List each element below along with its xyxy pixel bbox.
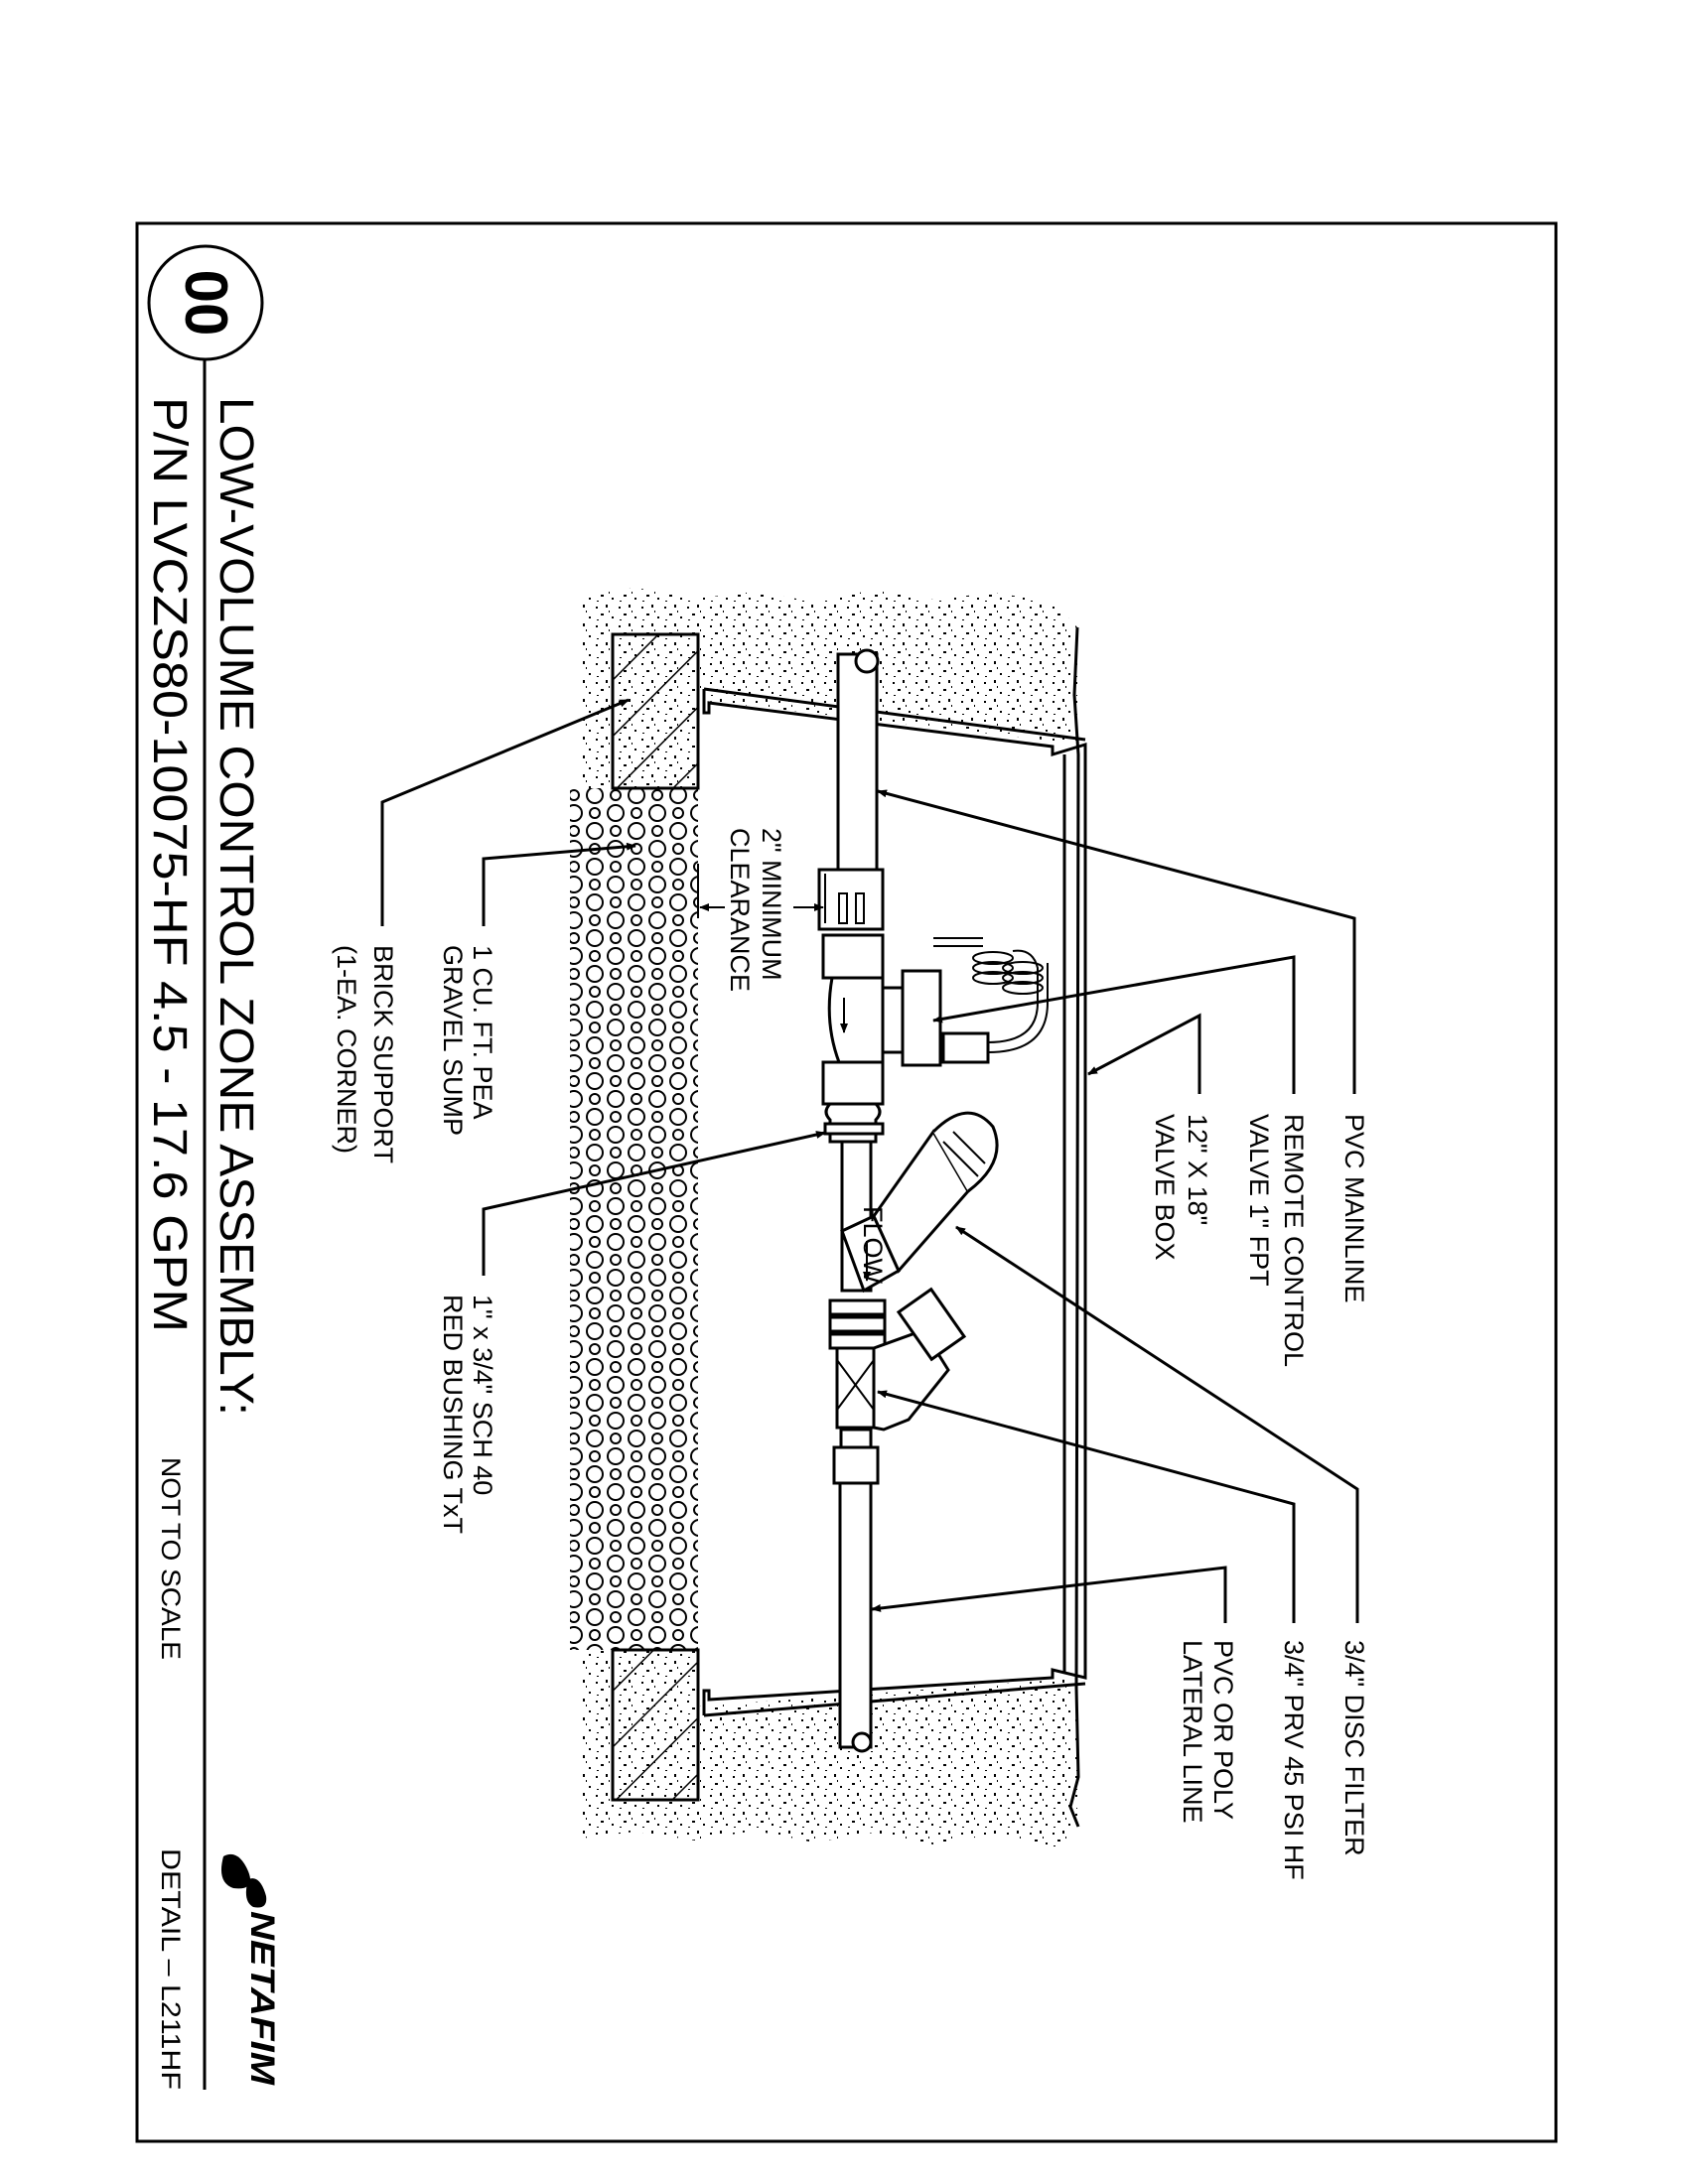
valve-bonnet [901, 969, 942, 1067]
pipe-assembly: FLOW [817, 648, 1049, 1753]
drawing-title: LOW-VOLUME CONTROL ZONE ASSEMBLY: [210, 397, 262, 1416]
callout-gravel-line1: 1 CU. FT. PEA [468, 945, 497, 1120]
netafim-logo: NETAFIM [220, 1853, 281, 2086]
brick-support-top [611, 632, 700, 790]
part-number: P/N LVCZS80-10075-HF 4.5 - 17.6 GPM [143, 397, 196, 1332]
brick-support-bottom [611, 1648, 700, 1802]
logo-drop-icon-small [245, 1878, 267, 1908]
remote-control-valve-body [827, 976, 885, 1064]
callout-prv: 3/4" PRV 45 PSI HF [1279, 1640, 1309, 1880]
union [828, 1298, 887, 1316]
leader-lines [380, 698, 1359, 1623]
valve-box [702, 687, 1087, 1717]
callout-disc-filter: 3/4" DISC FILTER [1339, 1640, 1369, 1856]
flow-label: FLOW [858, 1206, 888, 1285]
lateral-adapter [832, 1445, 880, 1485]
callout-valve-box-line1: 12" X 18" [1183, 1114, 1212, 1225]
callout-remote-valve-line2: VALVE 1" FPT [1244, 1114, 1274, 1287]
logo-wordmark: NETAFIM [243, 1911, 281, 2086]
prv-body [835, 1346, 876, 1430]
callout-bushing-line1: 1" x 3/4" SCH 40 [468, 1295, 497, 1495]
callout-gravel-line2: GRAVEL SUMP [438, 945, 468, 1136]
detail-id: DETAIL – L211HF [156, 1848, 186, 2090]
valve-outlet [821, 1060, 885, 1106]
solenoid-wire-coil [933, 937, 1044, 995]
disc-filter-dome [931, 1111, 999, 1193]
callout-lateral-line2: LATERAL LINE [1178, 1640, 1207, 1824]
sheet-border [135, 221, 1558, 2143]
scale-note: NOT TO SCALE [156, 1457, 186, 1660]
callout-remote-valve-line1: REMOTE CONTROL [1279, 1114, 1309, 1367]
callout-clearance-line1: 2" MINIMUM [757, 828, 786, 981]
logo-drop-icon [220, 1853, 251, 1889]
callout-valve-box-line2: VALVE BOX [1150, 1114, 1180, 1261]
valve-inlet [821, 933, 885, 980]
callout-clearance-line2: CLEARANCE [725, 828, 755, 992]
callout-lateral-line1: PVC OR POLY [1208, 1640, 1238, 1820]
solenoid [941, 1031, 990, 1064]
pvc-mainline-pipe [836, 652, 879, 872]
finish-grade-line [1068, 626, 1080, 1828]
detail-number: 00 [173, 270, 239, 337]
callout-bushing-line2: RED BUSHING TxT [438, 1295, 468, 1534]
prv-cap [896, 1287, 967, 1362]
clearance-dimension [697, 864, 826, 923]
detail-bubble: 00 [147, 244, 264, 361]
callout-brick-line2: (1-EA. CORNER) [332, 945, 361, 1154]
gravel-sump [570, 788, 698, 1650]
male-adapter [817, 868, 885, 931]
callout-pvc-mainline: PVC MAINLINE [1339, 1114, 1369, 1303]
callout-brick-line1: BRICK SUPPORT [368, 945, 398, 1163]
pvc-lateral-pipe [838, 1481, 873, 1749]
